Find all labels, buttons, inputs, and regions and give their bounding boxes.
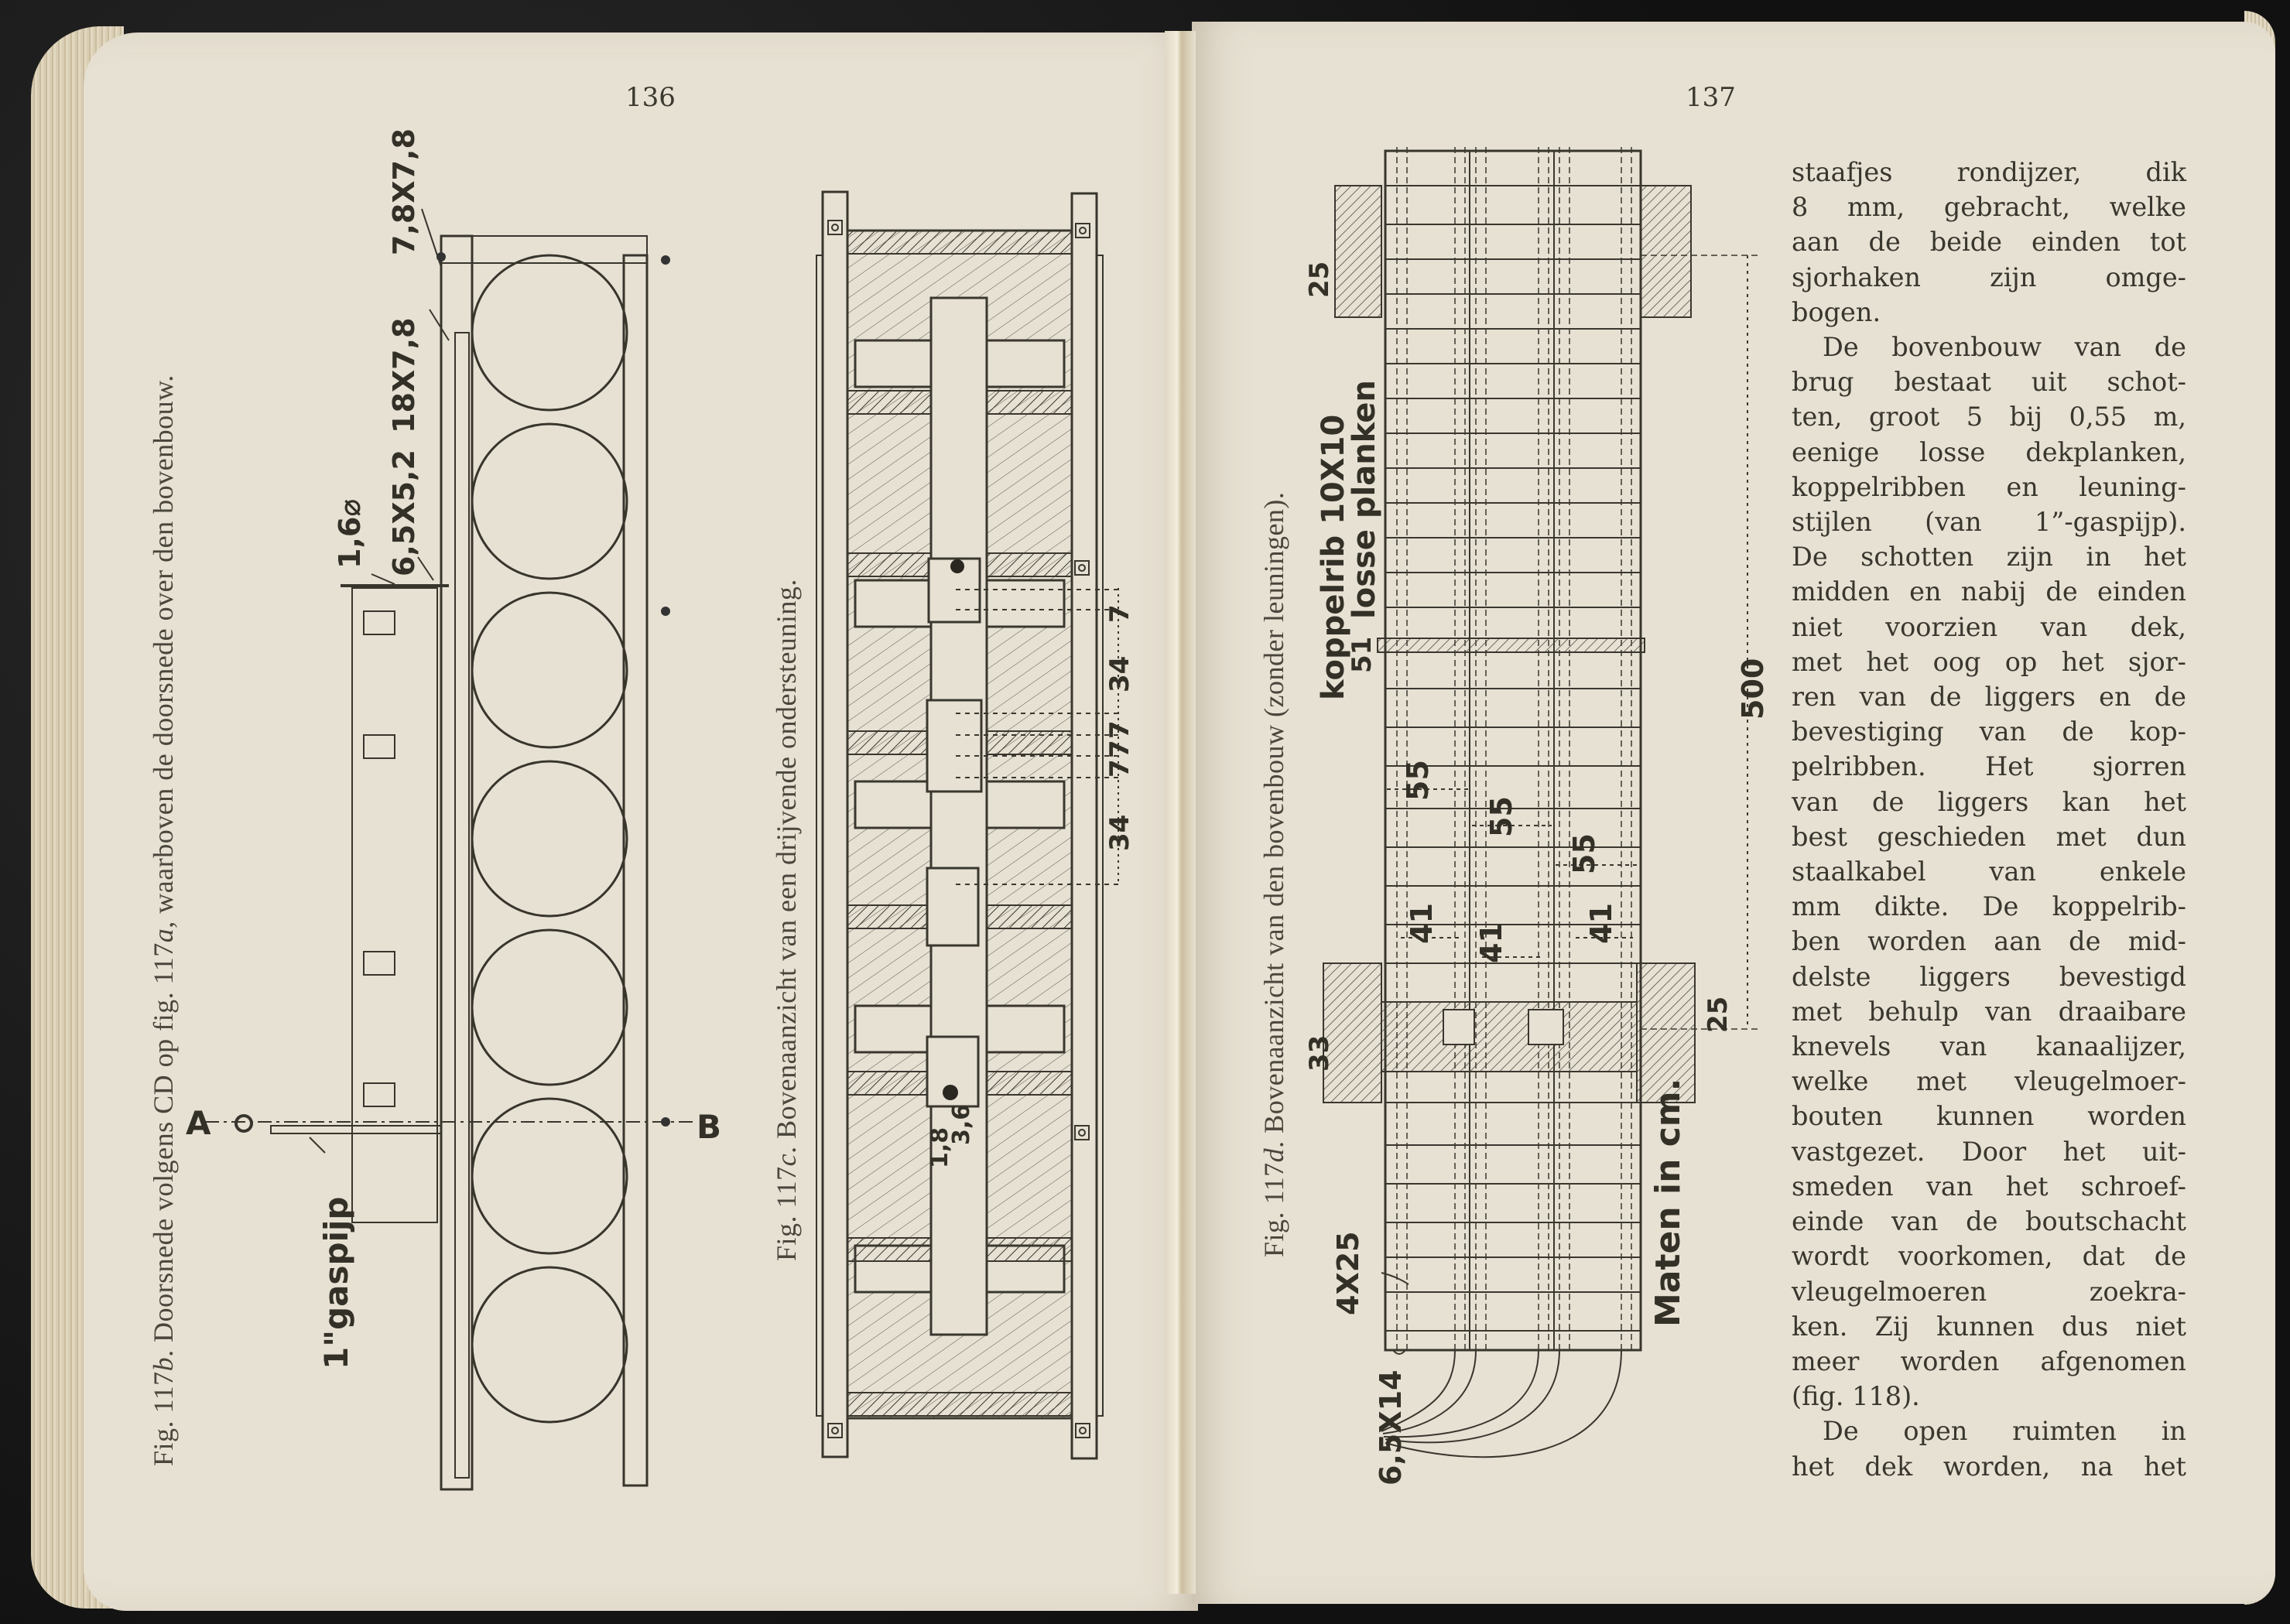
text-line: midden en nabij de einden	[1792, 576, 2186, 607]
text-line: meer worden afgenomen	[1792, 1345, 2186, 1376]
label-point-a: A	[186, 1104, 211, 1142]
dim-500: 500	[1736, 658, 1770, 720]
text-line: vleugelmoeren zoekra-	[1792, 1276, 2186, 1307]
dim-41-c: 41	[1584, 903, 1618, 944]
book-gutter	[1165, 31, 1196, 1594]
text-line: delste liggers bevestigd	[1792, 961, 2186, 992]
text-line: staafjes rondijzer, dik	[1792, 157, 2186, 187]
dim-55-c: 55	[1567, 833, 1601, 874]
text-line: ren van de liggers en de	[1792, 682, 2186, 713]
text-line: staalkabel van enkele	[1792, 856, 2186, 887]
dim-51: 51	[1347, 636, 1378, 673]
text-line: smeden van het schroef-	[1792, 1171, 2186, 1202]
text-line: bogen.	[1792, 296, 1881, 327]
text-line: koppelribben en leuning-	[1792, 471, 2186, 502]
text-line: De open ruimten in	[1823, 1416, 2186, 1447]
label-point-b: B	[697, 1108, 722, 1146]
text-line: met behulp van draaibare	[1792, 996, 2186, 1027]
dim-25-bottom: 25	[1703, 996, 1734, 1033]
text-line: bouten kunnen worden	[1792, 1101, 2186, 1132]
pontoon-circles	[471, 254, 628, 1424]
text-line: ten, groot 5 bij 0,55 m,	[1792, 402, 2186, 432]
text-line: De bovenbouw van de	[1823, 332, 2186, 363]
text-line: wordt voorkomen, dat de	[1792, 1241, 2186, 1272]
text-line: bevestiging van de kop-	[1792, 716, 2186, 747]
dim-41-a: 41	[1405, 903, 1439, 944]
dim-55-a: 55	[1401, 760, 1435, 801]
dim-33: 33	[1304, 1034, 1335, 1072]
text-line: pelribben. Het sjorren	[1792, 751, 2186, 782]
text-line: van de liggers kan het	[1792, 786, 2186, 817]
label-losse-planken: losse planken	[1347, 380, 1382, 619]
units-note: Maten in cm.	[1648, 1078, 1688, 1327]
text-line: einde van de boutschacht	[1792, 1206, 2186, 1237]
text-line: stijlen (van 1”-gaspijp).	[1792, 507, 2186, 538]
text-line: mm dikte. De koppelrib-	[1792, 891, 2186, 922]
text-line: (fig. 118).	[1792, 1381, 1920, 1412]
text-line: vastgezet. Door het uit-	[1792, 1136, 2186, 1167]
text-line: niet voorzien van dek,	[1792, 611, 2186, 642]
text-line: 8 mm, gebracht, welke	[1792, 192, 2186, 223]
text-line: sjorhaken zijn omge-	[1792, 262, 2186, 292]
page-number-left: 136	[625, 82, 676, 113]
text-line: eenige losse dekplanken,	[1792, 436, 2186, 467]
text-line: best geschieden met dun	[1792, 821, 2186, 852]
text-line: ken. Zij kunnen dus niet	[1792, 1311, 2186, 1342]
text-line: welke met vleugelmoer-	[1792, 1066, 2186, 1097]
text-line: De schotten zijn in het	[1792, 542, 2186, 573]
body-text-column: staafjes rondijzer, dik 8 mm, gebracht, …	[1792, 155, 2186, 1484]
text-line: brug bestaat uit schot-	[1792, 367, 2186, 398]
dim-6-5x14: 6,5X14	[1374, 1369, 1408, 1486]
dim-4x25: 4X25	[1331, 1231, 1365, 1315]
page-number-right: 137	[1686, 82, 1736, 113]
text-line: met het oog op het sjor-	[1792, 646, 2186, 677]
dim-41-b: 41	[1474, 922, 1508, 963]
dim-25-top: 25	[1304, 261, 1335, 298]
text-line: het dek worden, na het	[1792, 1451, 2186, 1482]
text-line: knevels van kanaalijzer,	[1792, 1031, 2186, 1062]
text-line: ben worden aan de mid-	[1792, 926, 2186, 957]
text-line: aan de beide einden tot	[1792, 227, 2186, 258]
dim-55-b: 55	[1484, 796, 1518, 837]
